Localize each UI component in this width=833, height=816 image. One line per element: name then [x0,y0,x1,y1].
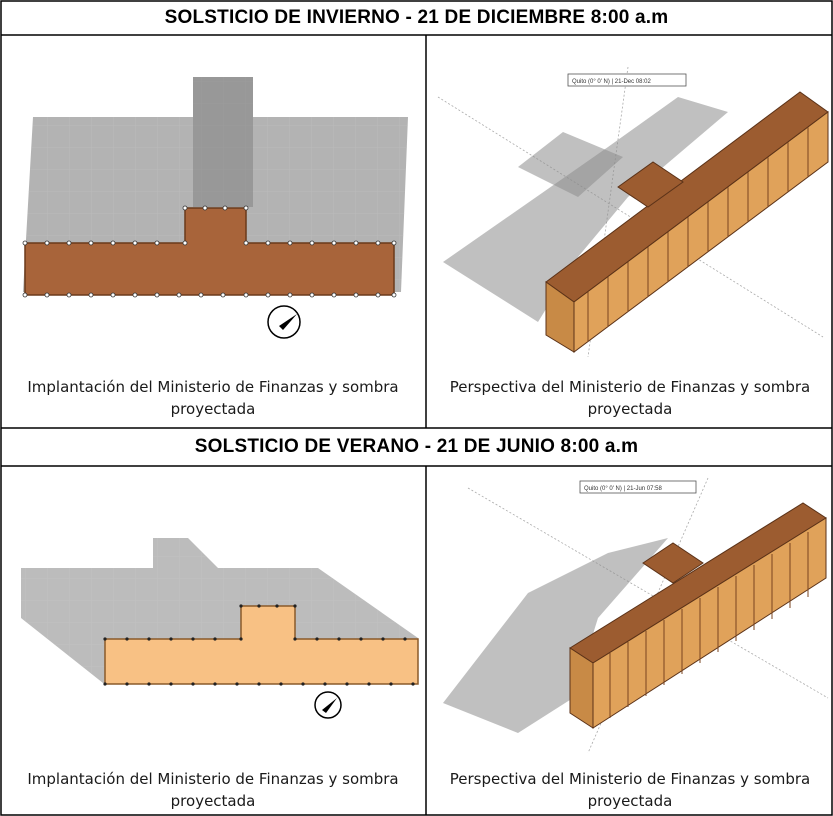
summer-solstice-header: SOLSTICIO DE VERANO - 21 DE JUNIO 8:00 a… [194,436,639,457]
north-arrow-icon [314,691,342,719]
summer-perspective-building [569,502,827,729]
winter-sun-label-box [567,73,687,87]
summer-plan-caption: Implantación del Ministerio de Finanzas … [27,770,399,810]
winter-perspective-building [545,91,829,353]
winter-sun-label: Quito (0° 0' N) | 21-Dec 08:02 [572,79,651,85]
winter-solstice-header: SOLSTICIO DE INVIERNO - 21 DE DICIEMBRE … [164,7,669,28]
summer-sun-label: Quito (0° 0' N) | 21-Jun 07:58 [584,486,662,492]
winter-plan-view [22,77,408,339]
summer-sun-label-box [579,480,697,494]
summer-plan-view [21,538,419,719]
winter-plan-shadow [23,77,408,292]
summer-perspective-caption: Perspectiva del Ministerio de Finanzas y… [449,770,811,810]
winter-perspective-caption: Perspectiva del Ministerio de Finanzas y… [449,378,811,418]
summer-perspective-view: Quito (0° 0' N) | 21-Jun 07:58 [443,477,829,754]
summer-perspective-shadow [443,538,668,733]
winter-plan-building [22,205,397,298]
north-arrow-icon [267,305,301,339]
summer-plan-building [103,604,419,686]
winter-plan-caption: Implantación del Ministerio de Finanzas … [27,378,399,418]
winter-perspective-shadow [443,97,728,322]
winter-perspective-view: Quito (0° 0' N) | 21-Dec 08:02 [437,66,829,357]
